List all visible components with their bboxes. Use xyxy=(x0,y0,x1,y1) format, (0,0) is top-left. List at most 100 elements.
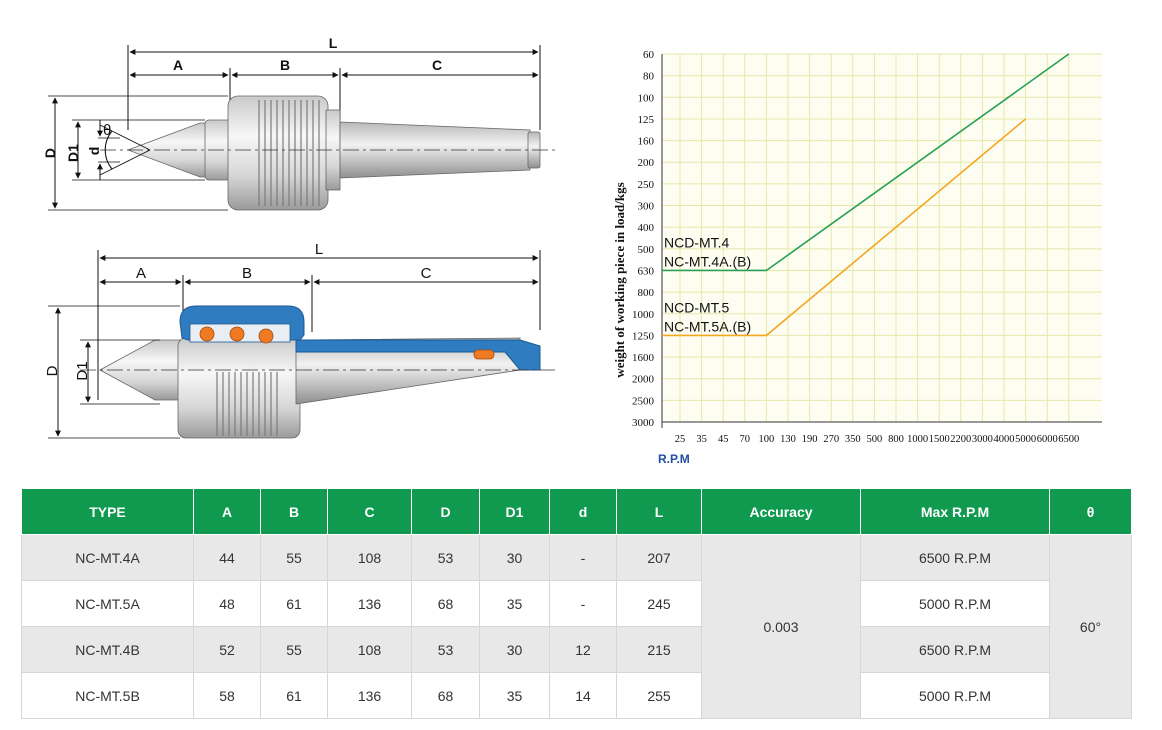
cell-d-lower: 14 xyxy=(549,672,617,719)
load-rpm-chart: 6080100125160200250300400500630800100012… xyxy=(612,49,1102,466)
top-dim-a-label: A xyxy=(173,57,183,73)
chart-y-tick-label: 1250 xyxy=(632,330,655,342)
cell-accuracy: 0.003 xyxy=(701,534,861,719)
chart-x-tick-label: 4000 xyxy=(994,434,1015,445)
chart-x-tick-label: 800 xyxy=(888,434,904,445)
cell-l: 207 xyxy=(616,534,702,581)
cell-b: 55 xyxy=(260,626,328,673)
top-dim-d1-label: D1 xyxy=(65,144,81,162)
cell-type: NC-MT.4A xyxy=(21,534,194,581)
table-row: NC-MT.4A 44 55 108 53 30 - 207 0.003 650… xyxy=(21,534,1132,719)
chart-y-tick-label: 400 xyxy=(638,222,655,234)
header-accuracy: Accuracy xyxy=(701,488,861,535)
chart-y-tick-label: 800 xyxy=(638,287,655,299)
cell-l: 255 xyxy=(616,672,702,719)
header-d-lower: d xyxy=(549,488,617,535)
chart-x-tick-label: 1500 xyxy=(929,434,950,445)
cell-d-lower: - xyxy=(549,580,617,627)
chart-series xyxy=(662,53,1070,337)
table-row: NC-MT.4B 52 55 108 53 30 12 215 6500 R.P… xyxy=(21,626,1132,673)
chart-y-tick-label: 160 xyxy=(638,136,655,148)
chart-x-tick-label: 5000 xyxy=(1015,434,1036,445)
bottom-dim-a-label: A xyxy=(136,265,146,282)
cell-c: 136 xyxy=(327,580,412,627)
chart-x-tick-label: 6000 xyxy=(1037,434,1058,445)
chart-y-tick-label: 3000 xyxy=(632,417,655,429)
top-dim-small-d-label: d xyxy=(86,147,102,156)
bearing-ball xyxy=(258,328,274,344)
cell-d-upper: 68 xyxy=(411,580,480,627)
cell-d-lower: 12 xyxy=(549,626,617,673)
chart-x-tick-label: 500 xyxy=(867,434,883,445)
chart-y-tick-label: 1600 xyxy=(632,352,655,364)
cell-a: 52 xyxy=(193,626,261,673)
cell-c: 108 xyxy=(327,626,412,673)
chart-x-tick-label: 35 xyxy=(696,434,707,445)
chart-y-tick-label: 500 xyxy=(638,244,655,256)
chart-y-tick-label: 630 xyxy=(638,265,655,277)
cell-d-upper: 68 xyxy=(411,672,480,719)
chart-series-label: NC-MT.5A.(B) xyxy=(664,318,751,334)
chart-x-tick-label: 350 xyxy=(845,434,861,445)
chart-x-tick-label: 2200 xyxy=(950,434,971,445)
chart-y-tick-label: 300 xyxy=(638,201,655,213)
cell-max-rpm: 5000 R.P.M xyxy=(860,580,1050,627)
cell-a: 58 xyxy=(193,672,261,719)
chart-y-ticks: 6080100125160200250300400500630800100012… xyxy=(632,49,655,429)
cell-d-upper: 53 xyxy=(411,534,480,581)
chart-y-tick-label: 60 xyxy=(643,49,655,61)
top-dim-d-label: D xyxy=(42,148,58,158)
cell-b: 55 xyxy=(260,534,328,581)
chart-y-tick-label: 80 xyxy=(643,71,655,83)
cell-max-rpm: 5000 R.P.M xyxy=(860,672,1050,719)
chart-x-tick-label: 130 xyxy=(780,434,796,445)
chart-series-mt5-line xyxy=(662,118,1027,337)
bearing-ball xyxy=(229,326,245,342)
cell-max-rpm: 6500 R.P.M xyxy=(860,626,1050,673)
cell-d1: 30 xyxy=(479,626,550,673)
cell-c: 136 xyxy=(327,672,412,719)
cell-d1: 35 xyxy=(479,672,550,719)
chart-series-label: NC-MT.4A.(B) xyxy=(664,253,751,269)
chart-series-label: NCD-MT.5 xyxy=(664,299,730,315)
chart-series-labels: NCD-MT.4NC-MT.4A.(B) NCD-MT.5NC-MT.5A.(B) xyxy=(664,234,751,334)
cell-a: 48 xyxy=(193,580,261,627)
cell-b: 61 xyxy=(260,580,328,627)
cell-theta: 60° xyxy=(1049,534,1132,719)
chart-x-tick-label: 45 xyxy=(718,434,729,445)
header-l: L xyxy=(616,488,702,535)
technical-drawings: L A B C θ D D1 d xyxy=(42,35,556,439)
bottom-dim-l-label: L xyxy=(315,241,323,258)
chart-series-label: NCD-MT.4 xyxy=(664,234,730,250)
chart-x-tick-label: 70 xyxy=(740,434,751,445)
chart-y-tick-label: 2500 xyxy=(632,395,655,407)
cell-type: NC-MT.4B xyxy=(21,626,194,673)
bottom-dim-d1-label: D1 xyxy=(74,361,91,380)
cell-type: NC-MT.5A xyxy=(21,580,194,627)
chart-x-tick-label: 100 xyxy=(759,434,775,445)
cell-d1: 30 xyxy=(479,534,550,581)
chart-x-axis-label: R.P.M xyxy=(658,452,690,466)
cell-type: NC-MT.5B xyxy=(21,672,194,719)
header-type: TYPE xyxy=(21,488,194,535)
chart-x-tick-label: 25 xyxy=(675,434,686,445)
top-dim-l-label: L xyxy=(329,35,338,51)
cell-max-rpm: 6500 R.P.M xyxy=(860,534,1050,581)
table-row: NC-MT.5B 58 61 136 68 35 14 255 5000 R.P… xyxy=(21,672,1132,719)
bearing-ball xyxy=(199,326,215,342)
chart-y-axis-label: weight of working piece in load/kgs xyxy=(612,182,627,377)
header-b: B xyxy=(260,488,328,535)
chart-series-mt4-line xyxy=(662,53,1070,272)
bottom-dim-c-label: C xyxy=(421,265,432,282)
chart-y-tick-label: 2000 xyxy=(632,374,655,386)
table-row: NC-MT.5A 48 61 136 68 35 - 245 5000 R.P.… xyxy=(21,580,1132,627)
header-max-rpm: Max R.P.M xyxy=(860,488,1050,535)
chart-y-tick-label: 250 xyxy=(638,179,655,191)
chart-x-tick-label: 270 xyxy=(823,434,839,445)
chart-y-tick-label: 125 xyxy=(638,114,655,126)
chart-y-tick-label: 200 xyxy=(638,157,655,169)
chart-x-tick-label: 190 xyxy=(802,434,818,445)
top-drawing: L A B C θ D D1 d xyxy=(42,35,556,211)
cell-d-upper: 53 xyxy=(411,626,480,673)
